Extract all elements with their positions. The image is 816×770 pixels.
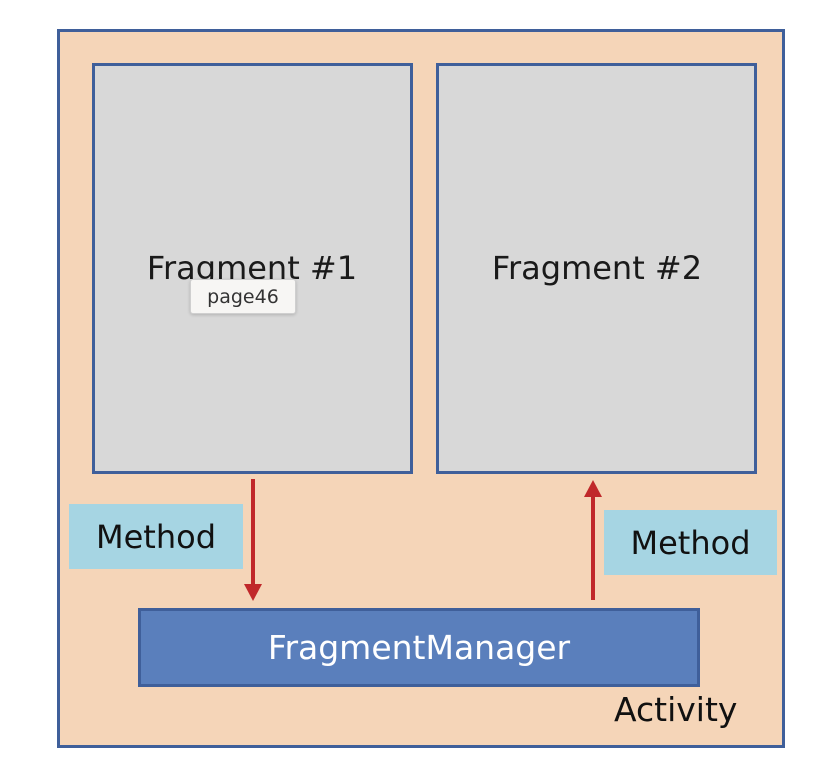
page-tooltip: page46 — [190, 279, 296, 314]
fragment-2-box — [436, 63, 757, 474]
fragment-2-label: Fragment #2 — [491, 249, 703, 287]
down-arrow-fragment1-to-manager — [244, 479, 262, 601]
fragment-1-box — [92, 63, 413, 474]
up-arrow-manager-to-fragment2 — [584, 480, 602, 600]
method-label-right: Method — [604, 510, 777, 575]
fragment-manager-label: FragmentManager — [267, 628, 571, 667]
activity-label: Activity — [614, 690, 738, 729]
fragment-manager-bar: FragmentManager — [138, 608, 700, 687]
method-label-left: Method — [69, 504, 243, 569]
page-tooltip-text: page46 — [207, 285, 279, 308]
